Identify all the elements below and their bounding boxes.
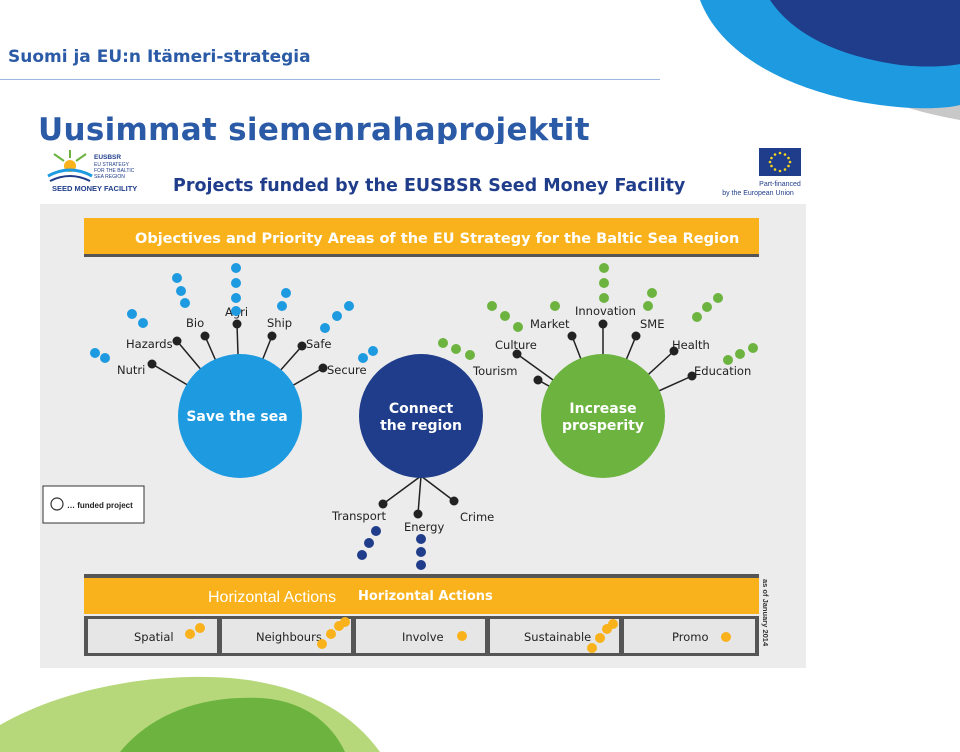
ha-label-involve: Involve xyxy=(402,630,444,644)
area-label-energy: Energy xyxy=(404,520,444,534)
area-label-education: Education xyxy=(694,364,751,378)
ha-cell-promo xyxy=(624,619,755,653)
slide-header: Suomi ja EU:n Itämeri-strategia xyxy=(8,47,311,67)
bottom-left-green-swoosh xyxy=(120,697,345,752)
objectives-banner xyxy=(84,218,759,256)
header-divider xyxy=(0,79,660,80)
save-spoke-ends xyxy=(147,319,328,373)
objectives-banner-text: Objectives and Priority Areas of the EU … xyxy=(135,231,739,247)
horizontal-actions-label-b: Horizontal Actions xyxy=(358,589,493,604)
area-label-transport: Transport xyxy=(331,509,386,523)
area-label-tourism: Tourism xyxy=(472,364,518,378)
ha-cell-spatial xyxy=(88,619,217,653)
hub-increase-prosperity xyxy=(541,354,665,478)
date-note: as of January 2014 xyxy=(761,579,770,647)
area-label-crime: Crime xyxy=(460,510,494,524)
ha-label-promo: Promo xyxy=(672,630,708,644)
area-label-sme: SME xyxy=(640,317,665,331)
legend-text: … funded project xyxy=(67,501,133,510)
horizontal-actions-row xyxy=(84,616,759,656)
legend-drop-icon xyxy=(50,497,64,511)
area-label-hazards: Hazards xyxy=(126,337,173,351)
hub-connect-line-2: the region xyxy=(380,418,462,434)
sun-logo-icon xyxy=(47,150,93,182)
hub-save-the-sea xyxy=(178,354,302,478)
logo-line-3: FOR THE BALTIC xyxy=(94,168,135,174)
slide-title: Uusimmat siemenrahaprojektit xyxy=(38,112,590,144)
logo-caption: SEED MONEY FACILITY xyxy=(52,184,137,193)
hub-prosperity-line-2: prosperity xyxy=(562,418,644,434)
seed-money-poster: EUSBSR EU STRATEGY FOR THE BALTIC SEA RE… xyxy=(40,146,806,668)
save-project-drops xyxy=(90,263,378,363)
eu-line-1: Part-financed xyxy=(759,181,801,188)
connect-spoke-ends xyxy=(378,496,459,519)
hub-connect-line-1: Connect xyxy=(389,401,454,417)
poster-diagram: EUSBSR EU STRATEGY FOR THE BALTIC SEA RE… xyxy=(40,148,806,668)
hub-save-line-1: Save the sea xyxy=(186,409,287,425)
hub-connect-the-region xyxy=(359,354,483,478)
prosperity-spoke-ends xyxy=(512,319,697,385)
logo-line-2: EU STRATEGY xyxy=(94,162,130,168)
connect-project-drops xyxy=(357,526,426,570)
area-label-secure: Secure xyxy=(327,363,367,377)
area-label-bio: Bio xyxy=(186,316,204,330)
hub-prosperity-line-1: Increase xyxy=(569,401,636,417)
area-label-ship: Ship xyxy=(267,316,292,330)
eu-logo: Part-financed by the European Union xyxy=(722,148,801,197)
area-label-innovation: Innovation xyxy=(575,304,636,318)
seed-money-logo: EUSBSR EU STRATEGY FOR THE BALTIC SEA RE… xyxy=(47,150,137,193)
horizontal-actions-banner xyxy=(84,578,759,614)
area-label-health: Health xyxy=(672,338,710,352)
logo-line-1: EUSBSR xyxy=(94,154,121,161)
area-label-market: Market xyxy=(530,317,570,331)
horizontal-project-drops xyxy=(185,617,731,653)
prosperity-project-drops xyxy=(438,263,758,365)
top-right-dark-blue-swoosh xyxy=(770,0,960,67)
ha-label-sustainable: Sustainable xyxy=(524,630,591,644)
area-label-culture: Culture xyxy=(495,338,537,352)
ha-label-neighbours: Neighbours xyxy=(256,630,322,644)
poster-title: Projects funded by the EUSBSR Seed Money… xyxy=(173,176,686,196)
legend-box xyxy=(42,485,145,524)
connect-spokes xyxy=(382,475,455,515)
area-label-safe: Safe xyxy=(306,337,331,351)
logo-line-4: SEA REGION xyxy=(94,174,125,180)
area-label-nutri: Nutri xyxy=(117,363,145,377)
horizontal-actions-label-a: Horizontal Actions xyxy=(208,589,336,606)
ha-label-spatial: Spatial xyxy=(134,630,174,644)
eu-line-2: by the European Union xyxy=(722,190,794,197)
